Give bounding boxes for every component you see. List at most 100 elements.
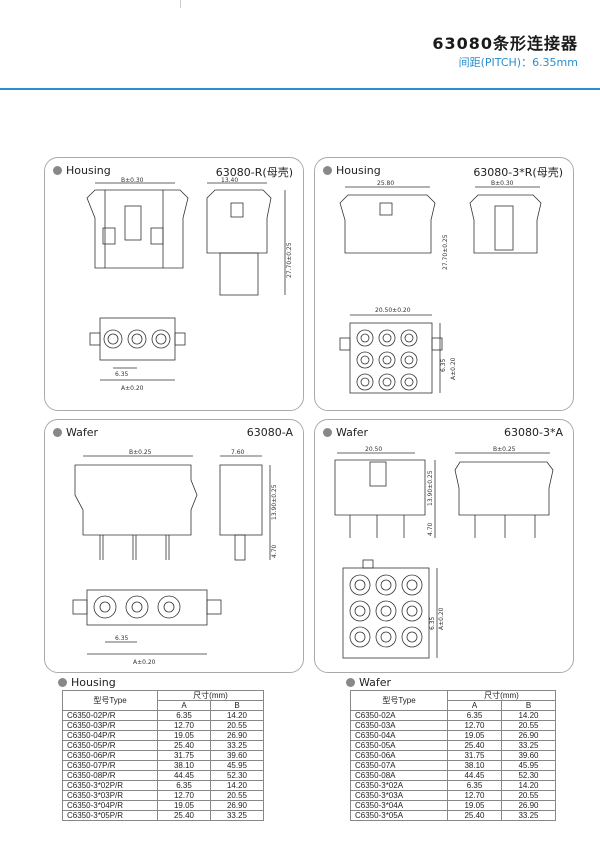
- page-title: 63080条形连接器: [432, 34, 578, 53]
- type-cell: C6350-05P/R: [62, 740, 158, 751]
- dim-b-label: B±0.30: [121, 177, 144, 184]
- dim-b-label: B±0.30: [491, 180, 514, 187]
- type-cell: C6350-08A: [350, 770, 448, 781]
- panel-housing-single: Housing 63080-R(母壳) B±0.30 13.40 27.70±0…: [44, 157, 304, 411]
- a-cell: 12.70: [157, 790, 211, 801]
- b-cell: 14.20: [210, 710, 264, 721]
- a-cell: 25.40: [157, 810, 211, 821]
- b-cell: 26.90: [210, 800, 264, 811]
- a-cell: 44.45: [157, 770, 211, 781]
- col-type-header: 型号Type: [62, 690, 158, 711]
- b-cell: 33.25: [501, 740, 556, 751]
- dim-h-label: 27.70±0.25: [442, 234, 449, 270]
- dim-a-label: A±0.20: [121, 385, 144, 392]
- bullet-icon: [53, 166, 62, 175]
- b-cell: 33.25: [210, 740, 264, 751]
- bullet-icon: [323, 428, 332, 437]
- panel-wafer-multi-label: Wafer: [323, 426, 368, 439]
- type-cell: C6350-02A: [350, 710, 448, 721]
- header-rule: [0, 88, 600, 90]
- type-cell: C6350-08P/R: [62, 770, 158, 781]
- a-cell: 6.35: [447, 710, 502, 721]
- panel-housing-multi-part: 63080-3*R(母壳): [473, 166, 563, 179]
- panel-housing-single-label: Housing: [53, 164, 111, 177]
- b-cell: 39.60: [210, 750, 264, 761]
- type-cell: C6350-06A: [350, 750, 448, 761]
- dim-h-label: 27.70±0.25: [286, 242, 293, 278]
- top-tick: [180, 0, 181, 8]
- bullet-icon: [323, 166, 332, 175]
- a-cell: 38.10: [447, 760, 502, 771]
- b-cell: 52.30: [501, 770, 556, 781]
- panel-wafer-single-label: Wafer: [53, 426, 98, 439]
- b-cell: 33.25: [501, 810, 556, 821]
- a-cell: 12.70: [157, 720, 211, 731]
- panel-wafer-single: Wafer 63080-A B±0.25 7.60 13.90±0.25 4.7…: [44, 419, 304, 673]
- col-type-header: 型号Type: [350, 690, 448, 711]
- a-cell: 38.10: [157, 760, 211, 771]
- a-cell: 6.35: [157, 710, 211, 721]
- dim-lead-label: 4.70: [427, 522, 434, 536]
- type-cell: C6350-03A: [350, 720, 448, 731]
- b-cell: 26.90: [501, 730, 556, 741]
- dim-pitch-label: 6.35: [115, 635, 129, 642]
- dim-h-label: 13.90±0.25: [427, 470, 434, 506]
- housing-multi-drawing: 25.80 B±0.30 27.70±0.25 20.50±0.20 6.35 …: [339, 180, 542, 394]
- b-cell: 26.90: [501, 800, 556, 811]
- dim-w-label: 7.60: [231, 449, 245, 456]
- col-b-header: B: [501, 700, 556, 711]
- panel-housing-multi: Housing 63080-3*R(母壳) 25.80 B±0.30 27.70: [314, 157, 574, 411]
- wafer-table-label: Wafer: [346, 676, 391, 689]
- col-b-header: B: [210, 700, 264, 711]
- b-cell: 45.95: [210, 760, 264, 771]
- a-cell: 31.75: [447, 750, 502, 761]
- wafer-multi-drawing: 20.50 B±0.25 13.90±0.25 4.70 6.35 A±0.20: [334, 446, 554, 659]
- dim-w-label: 25.80: [377, 180, 394, 187]
- type-cell: C6350-07A: [350, 760, 448, 771]
- dim-b-label: B±0.25: [129, 449, 152, 456]
- panel-housing-multi-label: Housing: [323, 164, 381, 177]
- bullet-icon: [346, 678, 355, 687]
- b-cell: 52.30: [210, 770, 264, 781]
- type-cell: C6350-07P/R: [62, 760, 158, 771]
- b-cell: 20.55: [501, 790, 556, 801]
- col-a-header: A: [157, 700, 211, 711]
- b-cell: 20.55: [210, 720, 264, 731]
- a-cell: 12.70: [447, 790, 502, 801]
- b-cell: 39.60: [501, 750, 556, 761]
- type-cell: C6350-03P/R: [62, 720, 158, 731]
- col-a-header: A: [447, 700, 502, 711]
- type-cell: C6350-3*05P/R: [62, 810, 158, 821]
- type-cell: C6350-05A: [350, 740, 448, 751]
- type-cell: C6350-02P/R: [62, 710, 158, 721]
- dim-w-label: 20.50: [365, 446, 382, 453]
- panel-wafer-single-part: 63080-A: [246, 426, 293, 439]
- a-cell: 19.05: [447, 730, 502, 741]
- a-cell: 6.35: [157, 780, 211, 791]
- a-cell: 19.05: [157, 730, 211, 741]
- a-cell: 25.40: [447, 740, 502, 751]
- dim-h-label: 13.90±0.25: [271, 484, 278, 520]
- dim-pitch-label: 6.35: [429, 616, 436, 630]
- dim-a-label: A±0.20: [450, 357, 457, 380]
- dim-lead-label: 4.70: [271, 544, 278, 558]
- a-cell: 19.05: [447, 800, 502, 811]
- panel-wafer-multi-part: 63080-3*A: [504, 426, 563, 439]
- panel-wafer-multi: Wafer 63080-3*A 20.50 B±0.25 13.9: [314, 419, 574, 673]
